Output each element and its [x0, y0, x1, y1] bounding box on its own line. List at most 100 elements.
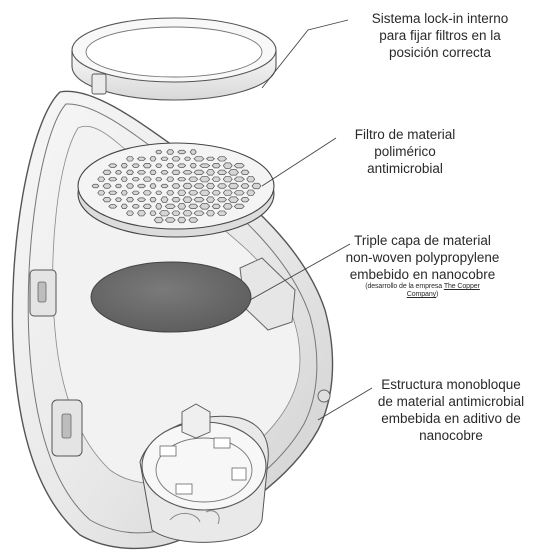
filter-cell	[218, 157, 227, 162]
filter-cell	[121, 191, 127, 196]
filter-cell	[241, 170, 249, 175]
callout-triple-note-company-a: The Copper	[444, 283, 480, 290]
callout-lock-in-system: Sistema lock-in interno para fijar filtr…	[345, 10, 535, 61]
filter-cell	[109, 191, 117, 195]
filter-cell	[189, 204, 198, 209]
filter-cell	[156, 204, 162, 210]
filter-cell	[172, 211, 180, 216]
leader-line-filter	[262, 138, 336, 186]
polymer-filter	[78, 143, 274, 237]
filter-cell	[172, 197, 180, 202]
callout-triple-note-company-b: Company	[407, 291, 436, 298]
filter-cell	[150, 184, 156, 189]
filter-cell	[138, 198, 146, 202]
filter-cell	[109, 164, 117, 168]
filter-cell	[127, 170, 134, 175]
filter-cell	[143, 204, 151, 209]
filter-cell	[167, 191, 174, 196]
left-lower-clip-slot	[62, 414, 71, 438]
callout-structure-line-3: embebida en aditivo de	[360, 410, 542, 427]
filter-cell	[167, 177, 174, 182]
filter-cell	[98, 191, 105, 196]
filter-cell	[172, 184, 180, 189]
filter-cell	[212, 204, 220, 209]
lock-in-ring	[72, 18, 276, 100]
filter-cell	[127, 211, 134, 216]
filter-cell	[121, 204, 127, 209]
filter-cell	[229, 170, 239, 176]
filter-cell	[103, 170, 111, 175]
filter-cell	[223, 163, 232, 169]
filter-cell	[161, 157, 168, 161]
filter-cell	[116, 198, 122, 202]
filter-cell	[156, 177, 162, 181]
filter-cell	[234, 204, 244, 209]
filter-cell	[234, 163, 244, 168]
valve-latch-tab	[182, 404, 210, 438]
filter-cell	[150, 197, 156, 202]
filter-cell	[212, 177, 220, 182]
right-edge-nub	[318, 390, 330, 402]
valve-opening	[142, 422, 266, 510]
callout-structure-line-2: de material antimicrobial	[360, 393, 542, 410]
filter-cell	[189, 177, 198, 182]
filter-cell	[189, 191, 198, 196]
callout-filter-line-2: polimérico	[330, 143, 480, 160]
callout-triple-note-prefix: (desarrollo de la empresa	[365, 283, 444, 290]
filter-cell	[207, 210, 215, 216]
filter-cell	[172, 170, 180, 175]
filter-cell	[190, 150, 196, 155]
callout-lock-in-line-3: posición correcta	[345, 44, 535, 61]
filter-cell	[150, 170, 156, 175]
filter-cell	[241, 197, 249, 202]
filter-cell	[143, 191, 151, 196]
filter-cell	[207, 183, 215, 189]
filter-cell	[183, 171, 192, 175]
filter-cell	[223, 176, 232, 182]
filter-cell	[247, 176, 255, 182]
filter-cell	[234, 177, 244, 182]
callout-structure-line-1: Estructura monobloque	[360, 376, 542, 393]
filter-cell	[138, 210, 146, 216]
filter-cell	[156, 164, 162, 168]
filter-cell	[218, 197, 227, 202]
valve-spoke-1	[160, 446, 176, 456]
filter-cell	[132, 177, 139, 181]
filter-cell	[165, 204, 175, 209]
filter-cell	[212, 191, 220, 196]
filter-cell	[229, 183, 239, 189]
filter-cell	[127, 197, 134, 202]
filter-cell	[207, 197, 215, 203]
filter-cell	[229, 197, 239, 203]
valve-spoke-4	[176, 484, 192, 494]
callout-monoblock-structure: Estructura monobloque de material antimi…	[360, 376, 542, 444]
filter-cell	[178, 150, 186, 154]
filter-cell	[207, 157, 215, 161]
callout-triple-line-2: non-woven polypropylene	[310, 249, 535, 266]
filter-cell	[200, 190, 210, 196]
filter-cell	[127, 157, 134, 162]
lock-in-ring-inner	[86, 27, 262, 77]
callout-filter-line-1: Filtro de material	[330, 126, 480, 143]
filter-cell	[161, 171, 168, 175]
filter-cell	[161, 184, 168, 188]
filter-cell	[138, 157, 146, 161]
filter-cell	[121, 163, 127, 168]
filter-cell	[178, 177, 186, 181]
filter-cell	[167, 150, 174, 155]
filter-cell	[194, 157, 204, 162]
filter-cell	[160, 210, 170, 216]
filter-cell	[194, 197, 204, 202]
filter-cell	[92, 184, 99, 188]
callout-triple-line-3: embebido en nanocobre	[310, 266, 535, 283]
valve-spoke-2	[214, 438, 230, 448]
filter-cell	[194, 170, 204, 175]
filter-cell	[190, 163, 196, 168]
triple-layer-nanocopper-disc	[91, 262, 251, 332]
filter-cell	[172, 157, 180, 162]
filter-cell	[252, 183, 261, 189]
filter-cell	[194, 211, 204, 216]
filter-cell	[200, 204, 210, 210]
filter-cell	[167, 163, 174, 168]
filter-cell	[234, 191, 244, 196]
